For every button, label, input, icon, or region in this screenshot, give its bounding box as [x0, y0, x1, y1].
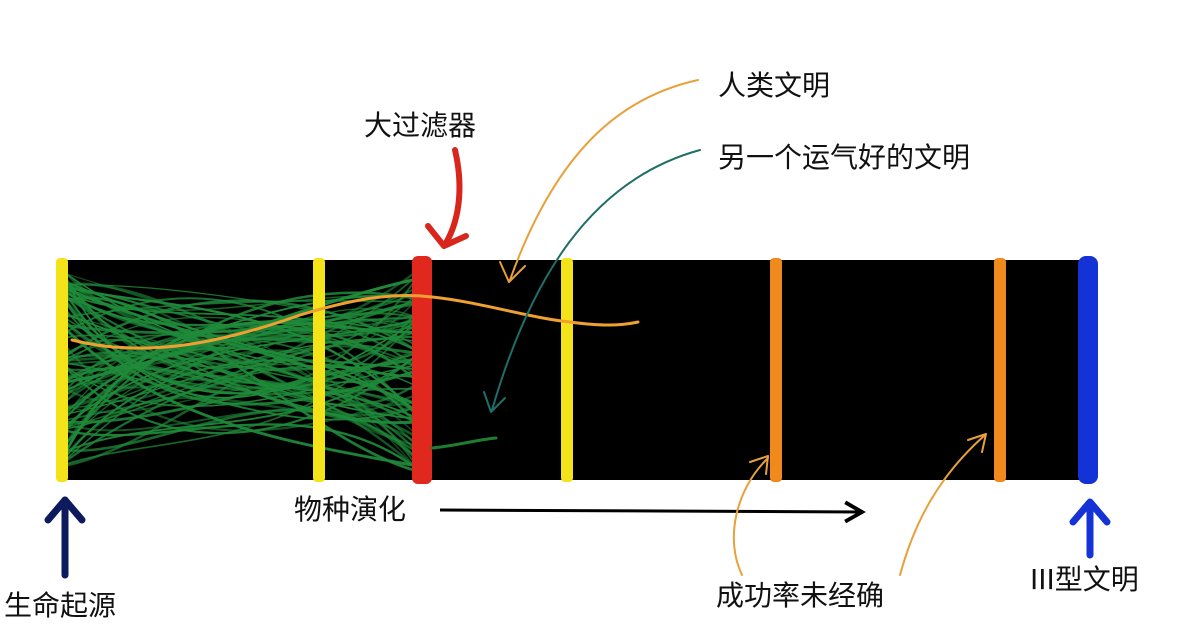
post-filter-marker-line — [561, 258, 573, 482]
human-civilization-label: 人类文明 — [718, 69, 831, 102]
lucky-civilization-label: 另一个运气好的文明 — [718, 141, 971, 174]
great-filter-line — [412, 256, 432, 484]
life-strand — [64, 353, 418, 454]
life-strand — [64, 342, 418, 432]
type-iii-arrow — [1069, 498, 1111, 559]
life-strand — [64, 357, 418, 463]
human-civilization-path — [70, 294, 640, 350]
success-rate-pointer-1 — [732, 455, 769, 576]
type-iii-marker-line — [1078, 256, 1098, 484]
life-strand — [64, 396, 418, 460]
origin-marker-line — [56, 258, 68, 482]
type-iii-civilization-label: III型文明 — [1030, 563, 1139, 596]
life-strand — [64, 318, 418, 403]
life-strand — [64, 303, 418, 467]
life-strand — [64, 287, 418, 312]
lucky-civilization-path — [430, 436, 498, 450]
life-strand — [64, 291, 418, 353]
evolution-stage-marker-line — [313, 258, 325, 482]
life-strand — [64, 300, 418, 318]
life-strand — [64, 319, 418, 391]
life-strand — [64, 349, 418, 430]
origin-of-life-label: 生命起源 — [4, 589, 117, 622]
life-strand — [64, 291, 418, 447]
lucky-civilization-pointer — [483, 149, 701, 413]
life-strand — [64, 366, 418, 425]
evolution-direction-arrow — [439, 500, 866, 524]
life-strand — [64, 346, 418, 422]
life-strand — [64, 292, 418, 369]
success-rate-pointer-2 — [899, 433, 987, 576]
life-strand — [64, 280, 418, 379]
life-strand — [64, 274, 418, 413]
life-strand — [64, 298, 418, 365]
life-strand — [64, 423, 418, 471]
great-filter-label: 大过滤器 — [364, 109, 477, 142]
life-strand — [64, 291, 418, 449]
uncertain-step-marker-line-2 — [994, 258, 1006, 482]
life-strand — [64, 409, 418, 462]
origin-arrow — [44, 496, 86, 579]
success-rate-uncertain-label: 成功率未经确 — [716, 579, 885, 612]
great-filter-arrow — [425, 147, 469, 249]
human-civilization-pointer — [499, 79, 699, 283]
species-evolution-label: 物种演化 — [294, 493, 407, 526]
uncertain-step-marker-line-1 — [770, 258, 782, 482]
